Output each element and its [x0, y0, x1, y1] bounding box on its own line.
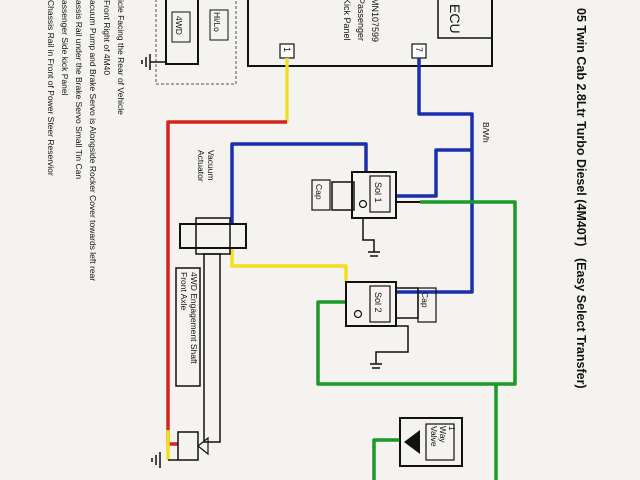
sol1-ground-icon — [362, 218, 380, 257]
svg-text:05 Twin Cab 2.8Ltr Turbo Diese: 05 Twin Cab 2.8Ltr Turbo Diesel (4M40T) … — [574, 8, 588, 389]
hi-lo-label-frame — [209, 9, 229, 41]
actuator-label-line2: Actuator — [196, 150, 206, 182]
blue-vacuum-line — [230, 142, 368, 224]
sol1-label-frame — [369, 175, 391, 213]
wires — [166, 58, 517, 480]
diagram-title-group: 05 Twin Cab 2.8Ltr Turbo Diesel (4M40T) … — [574, 8, 588, 389]
sol2-ground-icon — [370, 325, 409, 369]
ecu-part-number: MN107599 — [370, 0, 380, 42]
shaft-ground-icon — [151, 452, 178, 468]
four-wd-label: 4WD — [174, 16, 184, 35]
sol2-cap-label: Cap — [420, 292, 430, 308]
note-1: icle Facing the Rear of Vehicle — [116, 0, 126, 115]
shaft-label-line1: 4WD Engagement Shaft — [189, 272, 199, 364]
switch-ground-icon — [141, 54, 166, 70]
four-wd-switch — [165, 0, 199, 65]
ecu-location-line2: Kick Panel — [342, 0, 352, 41]
sol1-cap-frame — [311, 179, 331, 211]
shaft-rod — [203, 253, 221, 443]
note-2: Front Right of 4M40 — [102, 0, 112, 75]
sol1-label: Sol 1 — [373, 182, 383, 203]
sol1-cap-label: Cap — [314, 184, 324, 200]
yellow-vacuum-line — [230, 248, 348, 282]
actuator-body — [179, 223, 247, 249]
shaft-label-line2: Front Axle — [179, 272, 189, 311]
shaft-switch — [177, 431, 199, 461]
switch-dashed-frame — [155, 0, 237, 85]
sol2-cap-frame — [417, 287, 437, 323]
sol2-label: Sol 2 — [373, 292, 383, 313]
valve-label-frame — [425, 423, 455, 461]
note-5: assenger Side kick Panel — [60, 0, 70, 96]
valve-label-3: Valve — [429, 426, 439, 447]
ecu-label: ECU — [447, 4, 463, 34]
valve-label-2: Way — [438, 426, 448, 443]
sol2-frame — [345, 281, 397, 327]
shaft-label-frame — [175, 267, 201, 387]
vacuum-actuator: Vacuum Actuator — [179, 150, 247, 255]
one-way-valve: 1 Way Valve — [399, 417, 463, 467]
valve-arrow-icon — [404, 430, 420, 454]
notes-block: icle Facing the Rear of Vehicle Front Ri… — [46, 0, 126, 281]
ecu-box: ECU MN107599 Passenger Kick Panel 1 7 — [247, 0, 493, 67]
valve-body — [399, 417, 463, 467]
sol1-port — [358, 199, 368, 209]
blue-wire-sol1 — [396, 148, 472, 198]
hi-lo-label: Hi/Lo — [212, 12, 222, 32]
note-3: acuum Pump and Brake Servo is Alongside … — [88, 0, 98, 281]
actuator-label-line1: Vacuum — [206, 150, 216, 181]
four-wd-label-frame — [171, 11, 191, 43]
green-line-main — [316, 200, 517, 386]
engagement-shaft: 4WD Engagement Shaft Front Axle — [151, 253, 221, 468]
ecu-pin-1: 1 — [282, 47, 292, 52]
ecu-pin-7: 7 — [414, 47, 424, 52]
diagram-title-suffix: (Easy Select Transfer) — [574, 258, 588, 389]
shaft-switch-pointer-icon — [197, 436, 209, 456]
red-wire — [166, 120, 287, 446]
valve-label-1: 1 — [447, 426, 457, 431]
solenoid-2: Sol 2 Cap — [345, 281, 437, 369]
ecu-location-line1: Passenger — [356, 0, 366, 41]
sol1-body — [331, 181, 355, 211]
ecu-label-frame — [437, 0, 493, 39]
wire-label-bwh: B/Wh — [481, 122, 491, 143]
sol2-label-frame — [369, 285, 391, 323]
diagram-title: 05 Twin Cab 2.8Ltr Turbo Diesel (4M40T) — [574, 8, 588, 246]
sol2-port — [353, 309, 363, 319]
solenoid-1: Sol 1 Cap — [311, 171, 420, 257]
transfer-switch-group: 4WD Hi/Lo — [141, 0, 237, 85]
note-4: assis Rail under the Brake Servo Small T… — [74, 0, 84, 179]
sol1-frame — [351, 171, 397, 219]
blue-wire-main — [396, 58, 474, 294]
green-line-valve — [372, 438, 400, 480]
note-6: Chassis Rail in Front of Power Steer Res… — [46, 0, 56, 176]
